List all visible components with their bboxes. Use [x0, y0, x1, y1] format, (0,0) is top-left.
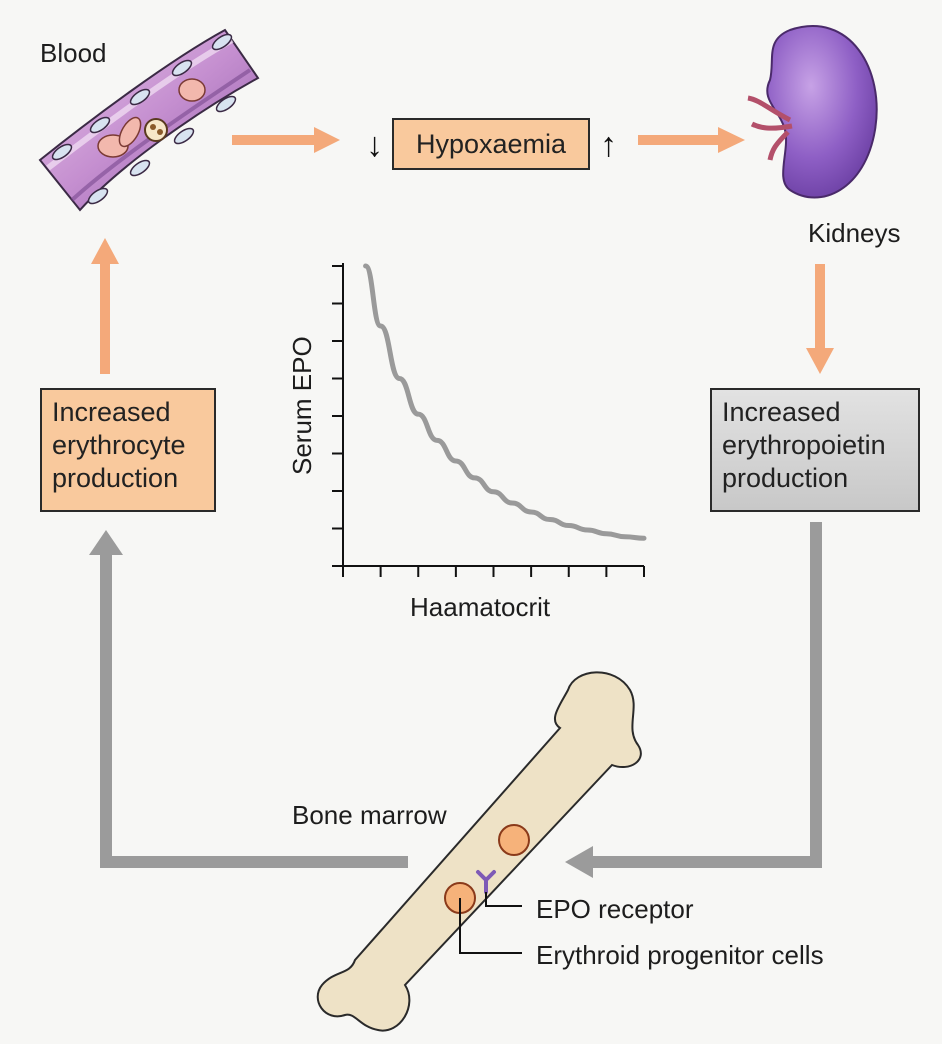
epo-receptor-icon — [476, 870, 496, 894]
kidneys-label: Kidneys — [808, 218, 901, 248]
up-arrow-icon: ↑ — [600, 126, 617, 164]
x-axis-label: Haamatocrit — [410, 592, 551, 622]
epo-line-3: production — [722, 463, 849, 493]
kidney-illustration — [747, 25, 878, 199]
progenitor-cell-1 — [498, 824, 530, 856]
epo-haematocrit-chart — [332, 263, 647, 577]
erythrocyte-production-box: Increased erythrocyte production — [40, 388, 216, 512]
bone-illustration — [316, 671, 642, 1032]
orange-arrows — [91, 127, 834, 374]
blood-vessel-illustration — [38, 28, 260, 212]
blood-label: Blood — [40, 38, 107, 68]
epo-receptor-label: EPO receptor — [536, 894, 694, 924]
progenitor-label: Erythroid progenitor cells — [536, 940, 824, 970]
down-arrow-icon: ↓ — [366, 126, 383, 164]
erythrocyte-line-1: Increased — [52, 397, 171, 427]
grey-arrows — [89, 522, 822, 878]
hypoxaemia-box: Hypoxaemia — [392, 118, 590, 170]
epo-line-1: Increased — [722, 397, 841, 427]
epo-line-2: erythropoietin — [722, 430, 886, 460]
epo-curve — [363, 263, 647, 541]
erythrocyte-line-2: erythrocyte — [52, 430, 186, 460]
erythrocyte-line-3: production — [52, 463, 179, 493]
bone-marrow-label: Bone marrow — [292, 800, 447, 830]
y-axis-label: Serum EPO — [287, 336, 317, 475]
erythropoietin-production-box: Increased erythropoietin production — [710, 388, 920, 512]
